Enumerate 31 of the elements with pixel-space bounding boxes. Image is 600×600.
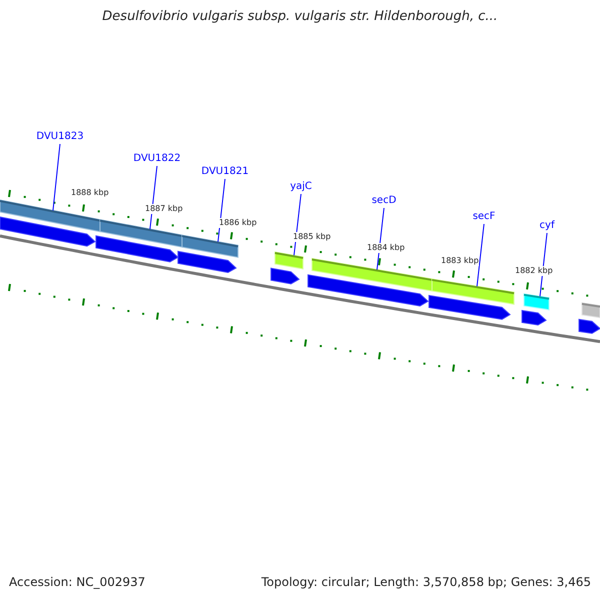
- title: Desulfovibrio vulgaris subsp. vulgaris str. Hildenborough, c...: [101, 9, 499, 24]
- gene-arrow-shape: [270, 268, 300, 284]
- gene-arrow-shape: [578, 318, 600, 334]
- leader-line: [52, 144, 60, 211]
- gene-feature-bar: [274, 251, 304, 270]
- gene-arrow-shape: [0, 216, 96, 247]
- gene-feature-bar: [582, 302, 600, 318]
- gene-label: DVU1822: [133, 153, 181, 165]
- gene-arrow-shape: [522, 310, 547, 326]
- gene-label: secF: [472, 211, 496, 223]
- gene-label: DVU1821: [201, 166, 249, 178]
- position-label: 1885 kbp: [293, 232, 331, 242]
- accession-text: Accession: NC_002937: [9, 575, 146, 589]
- position-label: 1883 kbp: [441, 256, 479, 266]
- gene-arrow-shape: [96, 235, 179, 262]
- position-label: 1886 kbp: [219, 218, 257, 228]
- leader-line: [476, 224, 484, 287]
- gene-arrow-shape: [308, 274, 429, 306]
- gene-label: yajC: [290, 181, 312, 193]
- position-label: 1884 kbp: [367, 243, 405, 253]
- summary-text: Topology: circular; Length: 3,570,858 bp; Genes: 3,465: [261, 575, 591, 589]
- gene-label: secD: [372, 195, 396, 207]
- gene-label: cyf: [540, 220, 554, 232]
- gene-arrow-shape: [428, 294, 511, 320]
- position-label: 1887 kbp: [145, 204, 183, 214]
- gene-feature-bar: [524, 293, 550, 310]
- gene-label: DVU1823: [36, 131, 84, 143]
- position-label: 1888 kbp: [71, 188, 109, 198]
- leader-line: [294, 194, 302, 256]
- gene-arrow-shape: [178, 250, 237, 274]
- position-label: 1882 kbp: [515, 266, 553, 276]
